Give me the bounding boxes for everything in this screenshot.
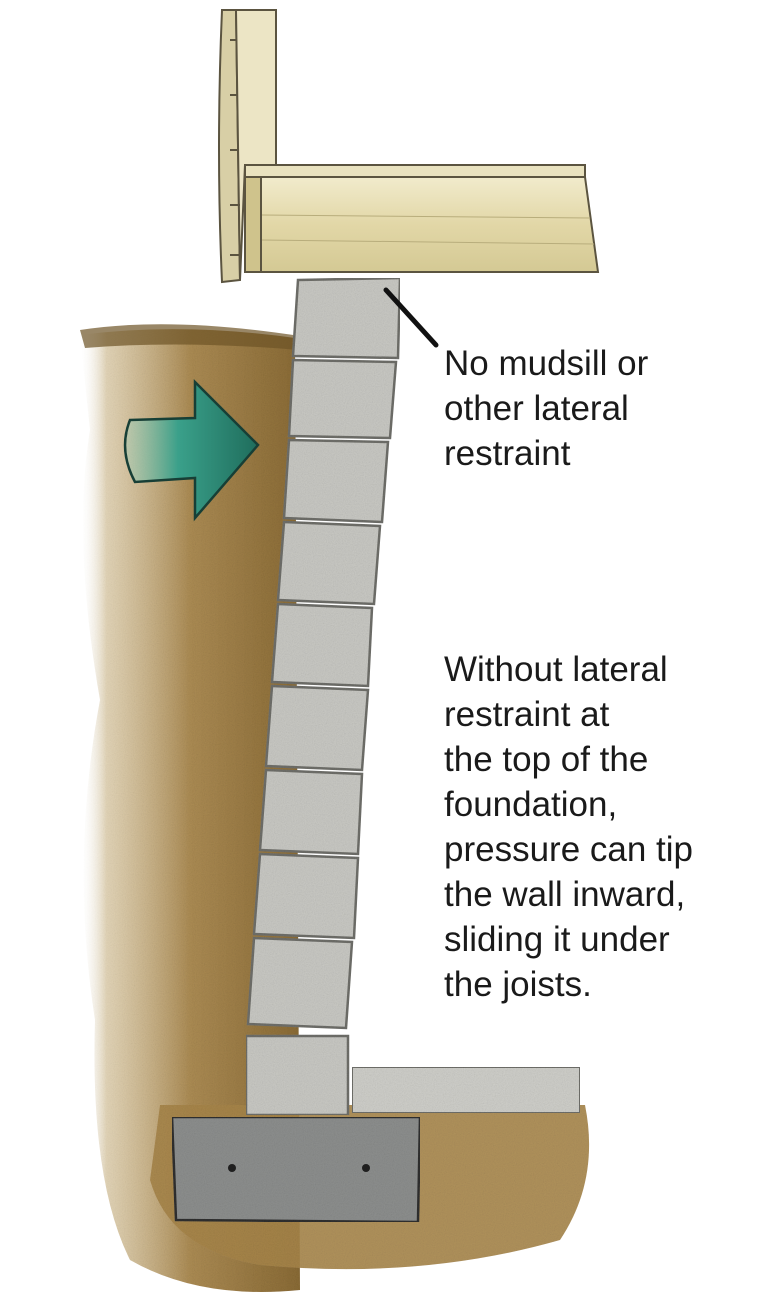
concrete-block bbox=[282, 438, 390, 524]
callout-line: restraint bbox=[444, 434, 571, 473]
callout-line: foundation, bbox=[444, 785, 618, 824]
block-wall bbox=[244, 276, 402, 1117]
concrete-block bbox=[270, 602, 374, 688]
callout-no-restraint: No mudsill or other lateral restraint bbox=[444, 341, 648, 476]
callout-line: No mudsill or bbox=[444, 344, 649, 383]
concrete-block bbox=[258, 768, 364, 856]
house-siding bbox=[218, 9, 277, 284]
callout-line: other lateral bbox=[444, 389, 629, 428]
concrete-block bbox=[287, 358, 398, 440]
concrete-block bbox=[244, 1034, 350, 1117]
callout-explanation: Without lateral restraint at the top of … bbox=[444, 647, 693, 1007]
callout-line: pressure can tip bbox=[444, 830, 694, 869]
basement-slab bbox=[351, 1066, 581, 1114]
concrete-block bbox=[246, 936, 354, 1030]
callout-leader-line bbox=[383, 287, 439, 348]
callout-line: Without lateral bbox=[444, 650, 668, 689]
concrete-block bbox=[264, 684, 370, 772]
footing bbox=[170, 1115, 422, 1224]
concrete-block bbox=[276, 520, 382, 606]
callout-line: sliding it under bbox=[444, 920, 670, 959]
callout-line: restraint at bbox=[444, 695, 610, 734]
callout-line: the wall inward, bbox=[444, 875, 686, 914]
callout-line: the joists. bbox=[444, 965, 592, 1004]
arrow-right-icon bbox=[123, 378, 260, 522]
concrete-block bbox=[252, 852, 360, 940]
callout-line: the top of the bbox=[444, 740, 649, 779]
floor-joist bbox=[244, 164, 600, 273]
concrete-block bbox=[291, 276, 402, 360]
